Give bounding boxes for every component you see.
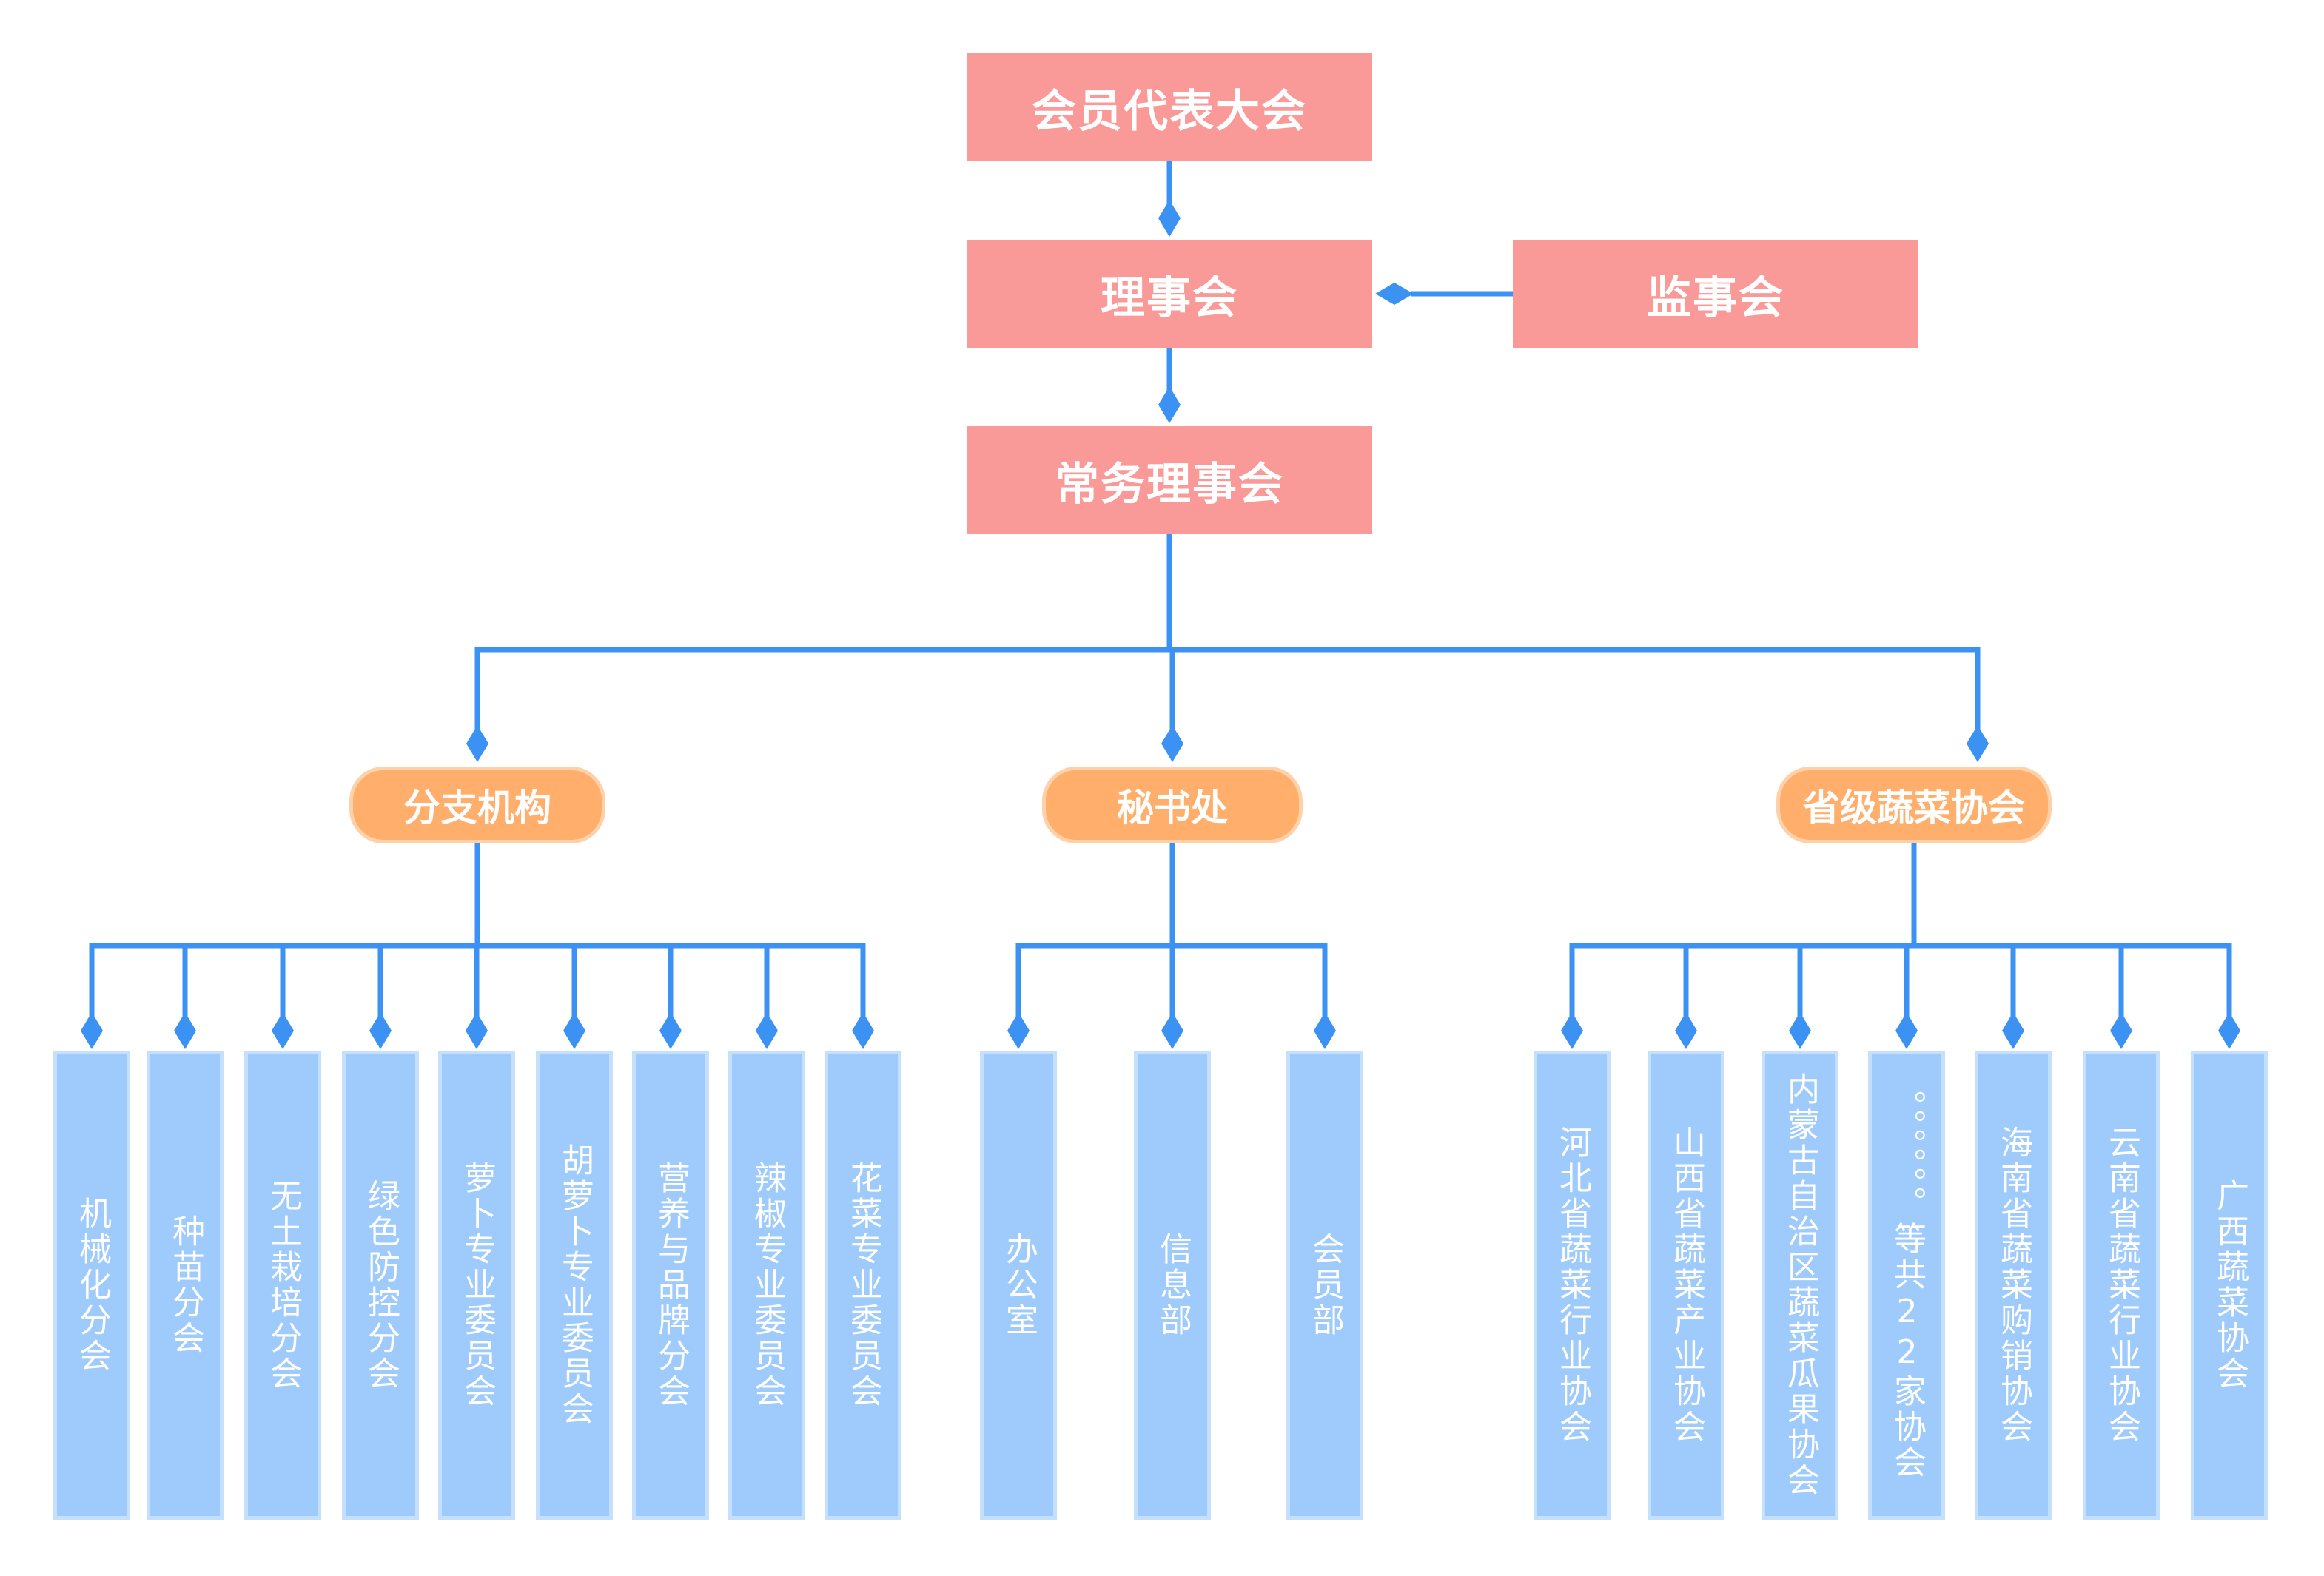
node-congress: 会员代表大会 [967, 53, 1372, 161]
connector-arrow-diamond [756, 1012, 778, 1049]
group-secretariat-label: 秘书处 [1117, 787, 1228, 829]
leaf-node-label: 广西蔬菜协会 [2211, 1179, 2249, 1392]
connector-arrow-diamond [81, 1012, 103, 1049]
connector-arrow-diamond [2110, 1012, 2132, 1049]
connector-arrow-diamond [563, 1012, 585, 1049]
leaf-node: 信息部 [1134, 1051, 1211, 1520]
connector-arrow-diamond [1675, 1012, 1697, 1049]
leaf-node-label: 萝卜专业委员会 [458, 1161, 496, 1410]
leaf-node-label: 云南省蔬菜行业协会 [2103, 1125, 2140, 1445]
connector-arrow-diamond [1161, 725, 1183, 762]
leaf-node-label: 花菜专业委员会 [844, 1161, 882, 1410]
connector-arrow-diamond [2002, 1012, 2024, 1049]
leaf-node: 云南省蔬菜行业协会 [2083, 1051, 2160, 1520]
connector-arrow-diamond [369, 1012, 392, 1049]
leaf-node-label: 海南省蔬菜购销协会 [1995, 1125, 2032, 1445]
leaf-node: 山西省蔬菜产业协会 [1648, 1051, 1724, 1520]
leaf-node: 花菜专业委员会 [825, 1051, 901, 1520]
leaf-node: 会员部 [1286, 1051, 1363, 1520]
node-standing-council-label: 常务理事会 [1055, 458, 1284, 511]
connector-arrow-diamond [1158, 386, 1181, 423]
leaf-node: 绿色防控分会 [342, 1051, 419, 1520]
node-standing-council: 常务理事会 [967, 426, 1372, 534]
leaf-node: 种苗分会 [147, 1051, 224, 1520]
leaf-node: 辣椒专业委员会 [728, 1051, 805, 1520]
leaf-node: 办公室 [980, 1051, 1057, 1520]
connector-arrow-diamond [852, 1012, 874, 1049]
connector-arrow-diamond [1161, 1012, 1183, 1049]
group-branches: 分支机构 [349, 767, 605, 843]
node-congress-label: 会员代表大会 [1032, 85, 1307, 138]
leaf-node-label: 营养与品牌分会 [652, 1161, 690, 1410]
connector-arrow-diamond [659, 1012, 682, 1049]
leaf-node-label: 会员部 [1306, 1232, 1344, 1338]
leaf-node: 广西蔬菜协会 [2191, 1051, 2268, 1520]
leaf-node-label: 山西省蔬菜产业协会 [1668, 1125, 1705, 1445]
connector-arrow-diamond [2218, 1012, 2240, 1049]
connector-arrow-diamond [1895, 1012, 1918, 1049]
connector-arrow-diamond [1561, 1012, 1583, 1049]
leaf-node-label: 信息部 [1154, 1232, 1192, 1338]
leaf-node-label: 办公室 [1000, 1232, 1038, 1338]
leaf-node: 营养与品牌分会 [632, 1051, 709, 1520]
leaf-node-label: 内蒙古自治区蔬菜瓜果协会 [1781, 1072, 1819, 1498]
node-council: 理事会 [967, 240, 1372, 348]
node-council-label: 理事会 [1101, 272, 1238, 324]
connector-arrow-diamond [174, 1012, 196, 1049]
group-branches-label: 分支机构 [403, 787, 551, 829]
leaf-node: 萝卜专业委员会 [438, 1051, 515, 1520]
leaf-node-label: 辣椒专业委员会 [748, 1161, 786, 1410]
leaf-node-label: 无土栽培分会 [264, 1179, 302, 1392]
group-secretariat: 秘书处 [1042, 767, 1303, 843]
leaf-node: 海南省蔬菜购销协会 [1975, 1051, 2052, 1520]
leaf-node: 机械化分会 [53, 1051, 130, 1520]
leaf-node: 。。。。。。等共22家协会 [1868, 1051, 1945, 1520]
leaf-node-label: 。。。。。。等共22家协会 [1888, 1090, 1926, 1481]
connector-arrow-diamond [466, 725, 488, 762]
connector-arrow-diamond [272, 1012, 294, 1049]
group-provincial-associations: 省级蔬菜协会 [1776, 767, 2052, 843]
leaf-node-label: 种苗分会 [167, 1214, 204, 1356]
connector-arrow-diamond [1789, 1012, 1811, 1049]
connector-arrow-diamond [466, 1012, 488, 1049]
leaf-node-label: 机械化分会 [73, 1196, 111, 1374]
leaf-node-label: 绿色防控分会 [362, 1179, 400, 1392]
leaf-node: 河北省蔬菜行业协会 [1534, 1051, 1611, 1520]
connector-arrow-diamond [1967, 725, 1989, 762]
node-supervisory: 监事会 [1513, 240, 1918, 348]
connector-arrow-diamond [1007, 1012, 1030, 1049]
group-provincial-associations-label: 省级蔬菜协会 [1803, 787, 2025, 829]
leaf-node: 内蒙古自治区蔬菜瓜果协会 [1762, 1051, 1838, 1520]
connector-arrow-diamond [1314, 1012, 1336, 1049]
node-supervisory-label: 监事会 [1647, 272, 1784, 324]
leaf-node: 无土栽培分会 [244, 1051, 321, 1520]
leaf-node-label: 河北省蔬菜行业协会 [1554, 1125, 1591, 1445]
connector-arrow-diamond [1375, 283, 1414, 305]
leaf-node-label: 胡萝卜专业委员会 [556, 1143, 594, 1427]
connector-arrow-diamond [1158, 200, 1181, 237]
leaf-node: 胡萝卜专业委员会 [536, 1051, 613, 1520]
